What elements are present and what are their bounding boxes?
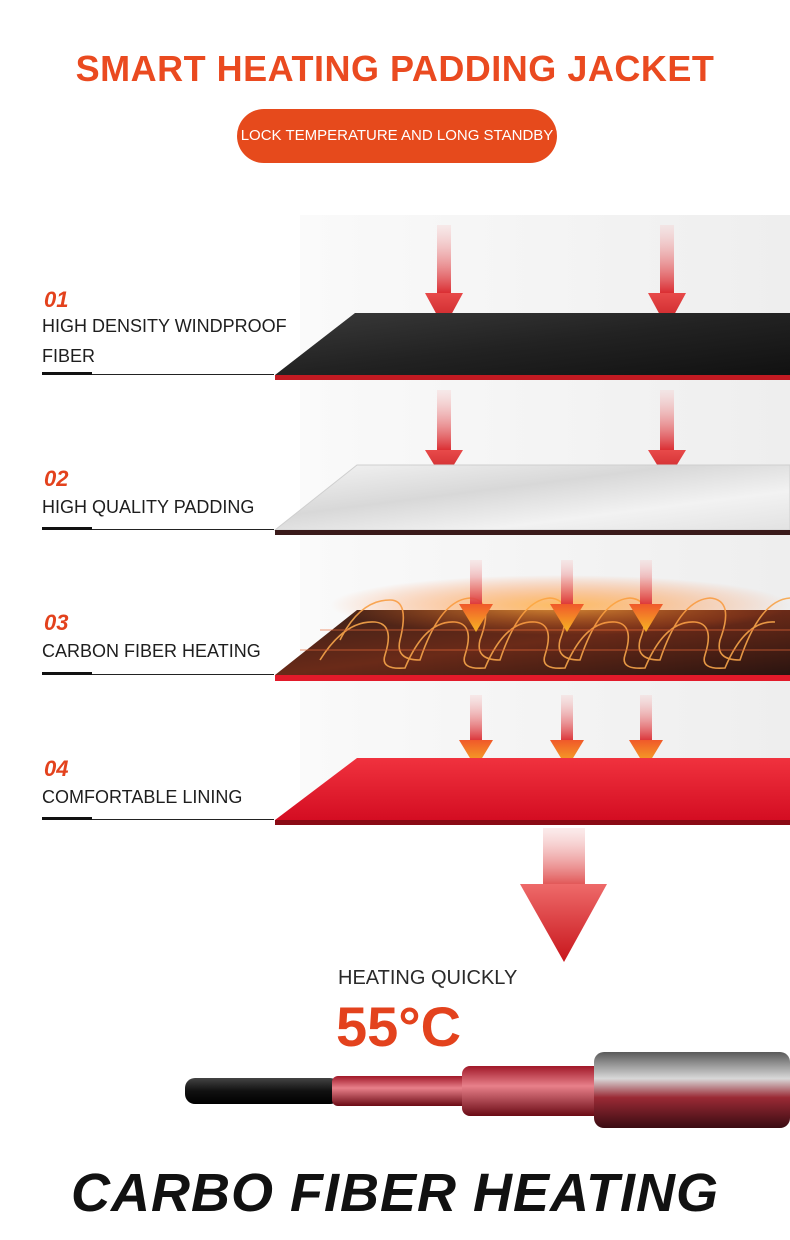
page-title: SMART HEATING PADDING JACKET <box>75 48 715 89</box>
arrows-layer-1 <box>425 225 686 328</box>
footer-title: CARBO FIBER HEATING <box>71 1163 719 1223</box>
layer-1-title-line2: FIBER <box>42 346 96 366</box>
layer-1-number: 01 <box>44 287 69 312</box>
layer-4-rule <box>42 819 274 820</box>
layer-3-rule <box>42 674 274 675</box>
padding-layer <box>273 464 790 531</box>
layer-2-rule <box>42 529 274 530</box>
heating-cable-image <box>185 1052 790 1128</box>
layer-4-title: COMFORTABLE LINING <box>42 787 243 807</box>
layer-1-rule <box>42 374 274 375</box>
heating-label: HEATING QUICKLY <box>338 967 518 989</box>
layer-2-rule-accent <box>42 527 92 530</box>
layer-3-rule-accent <box>42 672 92 675</box>
temperature-value: 55°C <box>336 995 462 1058</box>
layer-4-rule-accent <box>42 817 92 820</box>
big-down-arrow <box>520 828 607 962</box>
layer-1-title: HIGH DENSITY WINDPROOF <box>42 316 287 336</box>
windproof-layer <box>275 313 790 375</box>
tagline-badge: LOCK TEMPERATURE AND LONG STANDBY <box>237 109 557 163</box>
layer-3-number: 03 <box>44 610 69 635</box>
arrows-layer-3 <box>459 560 663 632</box>
lining-layer <box>275 758 790 820</box>
layer-2-title: HIGH QUALITY PADDING <box>42 497 255 517</box>
layer-4-number: 04 <box>44 756 69 781</box>
layer-3-title: CARBON FIBER HEATING <box>42 641 261 661</box>
arrows-layer-4 <box>459 695 663 768</box>
layer-1-rule-accent <box>42 372 92 375</box>
layer-2-number: 02 <box>44 466 69 491</box>
